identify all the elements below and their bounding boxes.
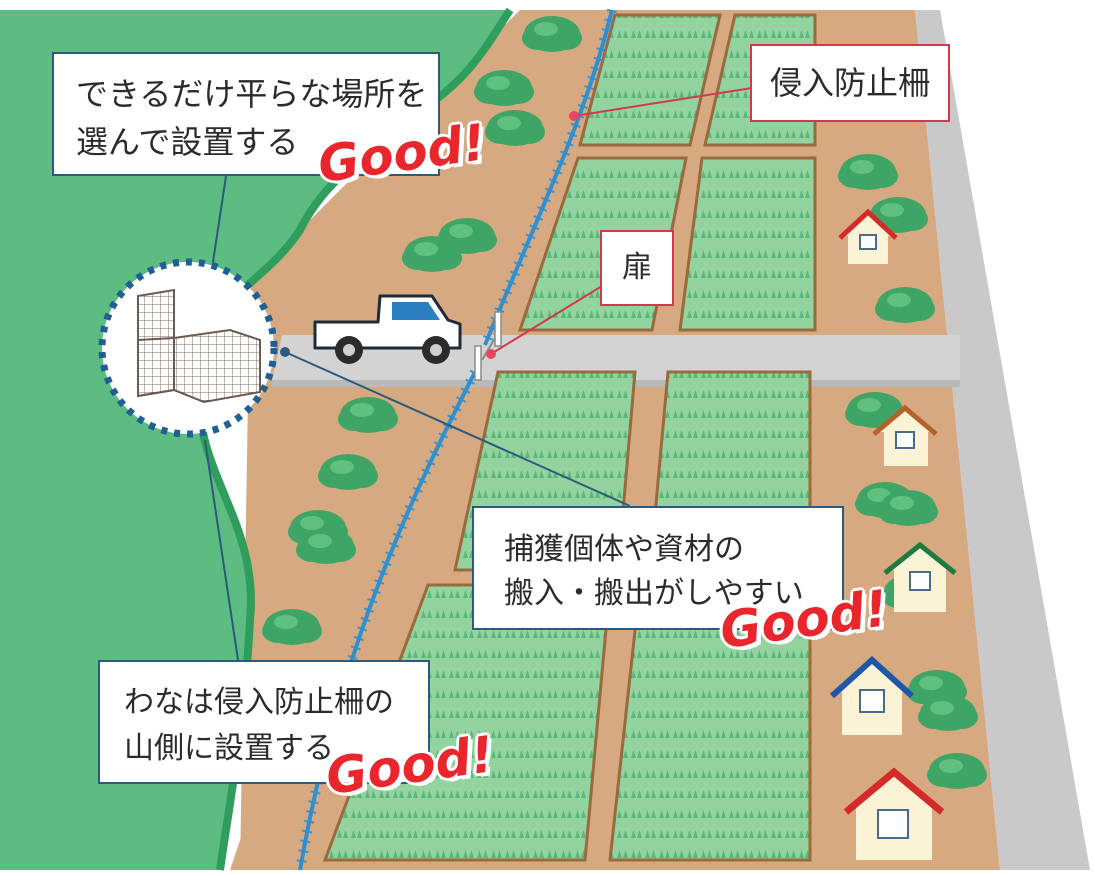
callout-text: 侵入防止柵: [769, 64, 930, 102]
side-road: [915, 10, 1090, 870]
box-trap-icon: [137, 288, 261, 404]
house-icon: [843, 767, 945, 860]
callout-transport: 捕獲個体や資材の 搬入・搬出がしやすい: [472, 506, 844, 630]
callout-text: 扉: [622, 250, 652, 285]
forest-area: [0, 10, 510, 870]
house-icon: [838, 208, 898, 264]
house-icon: [872, 404, 938, 466]
callout-text-line: 山側に設置する: [124, 731, 334, 766]
callout-door: 扉: [600, 230, 674, 306]
callout-fence: 侵入防止柵: [750, 44, 950, 122]
callout-text-line: 選んで設置する: [76, 123, 299, 161]
leader-lines: [204, 87, 753, 661]
callout-text-line: できるだけ平らな場所を: [76, 75, 428, 113]
callout-text-line: 搬入・搬出がしやすい: [504, 576, 804, 611]
house-icon: [883, 541, 957, 612]
pickup-truck-icon: [313, 294, 462, 364]
callout-text-line: 捕獲個体や資材の: [504, 532, 744, 567]
callout-text-line: わなは侵入防止柵の: [124, 685, 394, 720]
callout-mountain-side: わなは侵入防止柵の 山側に設置する: [98, 660, 430, 784]
house-icon: [829, 655, 915, 735]
gate-icon: [474, 311, 502, 381]
callout-flat-place: できるだけ平らな場所を 選んで設置する: [52, 52, 440, 176]
